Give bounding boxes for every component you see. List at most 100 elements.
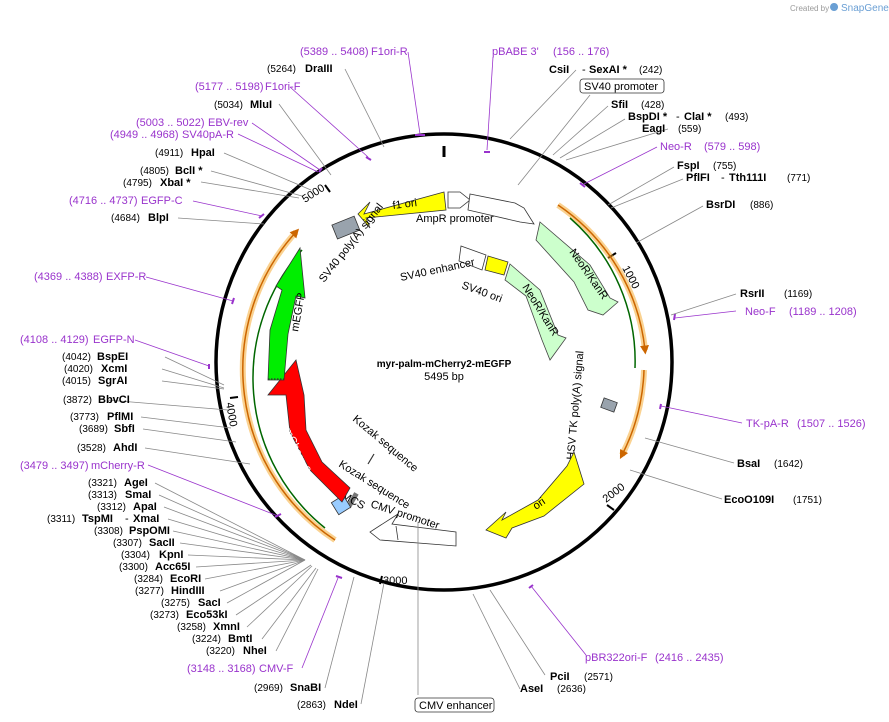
site-hindiii: (3277) HindIII bbox=[135, 585, 205, 597]
svg-text:EBV-rev: EBV-rev bbox=[208, 117, 249, 129]
svg-text:(3872): (3872) bbox=[63, 395, 92, 406]
mcherry2-arrow bbox=[267, 359, 351, 503]
svg-text:HindIII: HindIII bbox=[171, 585, 205, 597]
svg-text:(755): (755) bbox=[713, 161, 736, 172]
mcs-mark bbox=[346, 492, 359, 509]
primer-neo-r: Neo-R (579 .. 598) bbox=[660, 141, 760, 153]
primer-f1ori-f: (5177 .. 5198) F1ori-F bbox=[195, 81, 301, 93]
ori-arrow bbox=[485, 450, 585, 539]
svg-text:Acc65I: Acc65I bbox=[155, 561, 190, 573]
leader-lines-left bbox=[106, 68, 385, 705]
svg-text:SV40 promoter: SV40 promoter bbox=[584, 81, 658, 93]
site-sgrai: (4015) SgrAI bbox=[62, 375, 127, 387]
primer-mcherry-r: (3479 .. 3497) mCherry-R bbox=[20, 460, 145, 472]
svg-text:(5034): (5034) bbox=[214, 100, 243, 111]
site-hpai: (4911) HpaI bbox=[155, 147, 215, 159]
svg-text:(2416 .. 2435): (2416 .. 2435) bbox=[655, 652, 724, 664]
svg-text:XmaI: XmaI bbox=[133, 513, 159, 525]
svg-text:(3311): (3311) bbox=[47, 514, 75, 525]
backbone-ring bbox=[214, 132, 674, 592]
primer-exfp-r: (4369 .. 4388) EXFP-R bbox=[34, 271, 146, 283]
svg-text:EGFP-C: EGFP-C bbox=[141, 195, 183, 207]
f1-ori-arrow bbox=[357, 191, 447, 229]
svg-text:(1507 .. 1526): (1507 .. 1526) bbox=[797, 418, 866, 430]
svg-text:(428): (428) bbox=[641, 100, 664, 111]
site-eagi: EagI (559) bbox=[642, 123, 701, 135]
svg-text:(3220): (3220) bbox=[206, 646, 235, 657]
site-pflmi: (3773) PflMI bbox=[70, 411, 133, 423]
svg-text:(493): (493) bbox=[725, 112, 748, 123]
cmv-promoter-arrow bbox=[369, 513, 457, 547]
svg-text:KpnI: KpnI bbox=[159, 549, 183, 561]
svg-text:(3284): (3284) bbox=[134, 574, 163, 585]
svg-text:EcoO109I: EcoO109I bbox=[724, 494, 774, 506]
site-bmti: (3224) BmtI bbox=[192, 633, 252, 645]
primer-neo-f: Neo-F (1189 .. 1208) bbox=[745, 306, 857, 318]
sv40-ori-box bbox=[484, 255, 509, 276]
svg-text:(3277): (3277) bbox=[135, 586, 164, 597]
primer-tk-pa-r: TK-pA-R (1507 .. 1526) bbox=[746, 418, 866, 430]
svg-text:-: - bbox=[125, 513, 129, 525]
primer-f1ori-r: (5389 .. 5408) F1ori-R bbox=[300, 46, 408, 58]
svg-text:(3312): (3312) bbox=[97, 502, 126, 513]
ori-label: ori bbox=[531, 496, 548, 513]
svg-text:PciI: PciI bbox=[550, 671, 570, 683]
primer-cmv-f: (3148 .. 3168) CMV-F bbox=[187, 663, 294, 675]
svg-text:(559): (559) bbox=[678, 124, 701, 135]
svg-text:(4020): (4020) bbox=[64, 364, 93, 375]
svg-text:(4015): (4015) bbox=[62, 376, 91, 387]
kozak-mark bbox=[367, 453, 375, 465]
svg-text:ClaI *: ClaI * bbox=[684, 111, 712, 123]
svg-text:BspEI: BspEI bbox=[97, 351, 128, 363]
svg-text:XcmI: XcmI bbox=[101, 363, 127, 375]
snapgene-logo-icon bbox=[830, 3, 839, 11]
svg-text:EGFP-N: EGFP-N bbox=[93, 334, 135, 346]
site-ecori: (3284) EcoRI bbox=[134, 573, 201, 585]
svg-text:XbaI *: XbaI * bbox=[160, 177, 191, 189]
svg-text:(156 .. 176): (156 .. 176) bbox=[553, 46, 609, 58]
neor-inner-arrow bbox=[504, 263, 567, 361]
site-sbfi: (3689) SbfI bbox=[79, 423, 135, 435]
svg-text:(1751): (1751) bbox=[793, 495, 822, 506]
site-bspei: (4042) BspEI bbox=[62, 351, 128, 363]
svg-text:(4911): (4911) bbox=[155, 148, 183, 159]
site-kpni: (3304) KpnI bbox=[121, 549, 183, 561]
svg-text:SacI: SacI bbox=[198, 597, 221, 609]
boxed-sv40-promoter: SV40 promoter bbox=[579, 78, 665, 94]
svg-text:(4716 .. 4737): (4716 .. 4737) bbox=[69, 195, 138, 207]
site-sfii: SfiI (428) bbox=[611, 99, 664, 111]
svg-text:(3689): (3689) bbox=[79, 424, 108, 435]
svg-text:SgrAI: SgrAI bbox=[98, 375, 127, 387]
hsv-tk-box bbox=[600, 397, 618, 413]
site-xcmi: (4020) XcmI bbox=[64, 363, 127, 375]
site-snabi: (2969) SnaBI bbox=[254, 682, 321, 694]
svg-text:(2571): (2571) bbox=[584, 672, 613, 683]
svg-text:DraIII: DraIII bbox=[305, 63, 333, 75]
svg-text:F1ori-R: F1ori-R bbox=[371, 46, 408, 58]
svg-text:(3321): (3321) bbox=[88, 478, 117, 489]
site-smai: (3313) SmaI bbox=[88, 489, 151, 501]
boxed-cmv-enhancer: CMV enhancer bbox=[414, 697, 495, 713]
svg-text:AgeI: AgeI bbox=[124, 477, 148, 489]
svg-text:(5264): (5264) bbox=[267, 64, 296, 75]
site-blpi: (4684) BlpI bbox=[111, 212, 169, 224]
primer-pbabe3: pBABE 3' (156 .. 176) bbox=[492, 46, 609, 58]
svg-text:(3258): (3258) bbox=[177, 622, 206, 633]
plasmid-name: myr-palm-mCherry2-mEGFP bbox=[377, 359, 512, 370]
credit-text: Created by bbox=[790, 4, 829, 13]
sv40-polya-label: SV40 poly(A) signal bbox=[317, 201, 386, 285]
site-sacii: (3307) SacII bbox=[113, 537, 175, 549]
svg-text:-: - bbox=[721, 172, 725, 184]
leader-lines-right bbox=[417, 69, 737, 695]
svg-text:(4684): (4684) bbox=[111, 213, 140, 224]
svg-text:(3773): (3773) bbox=[70, 412, 99, 423]
svg-text:TK-pA-R: TK-pA-R bbox=[746, 418, 789, 430]
svg-text:pBABE 3': pBABE 3' bbox=[492, 46, 539, 58]
sv40-enhancer-box bbox=[458, 245, 487, 271]
site-bbvci: (3872) BbvCI bbox=[63, 394, 130, 406]
svg-text:(3313): (3313) bbox=[88, 490, 117, 501]
site-apai: (3312) ApaI bbox=[97, 501, 157, 513]
brand-text: SnapGene bbox=[841, 3, 889, 14]
svg-text:RsrII: RsrII bbox=[740, 288, 764, 300]
svg-text:(2636): (2636) bbox=[557, 684, 586, 695]
